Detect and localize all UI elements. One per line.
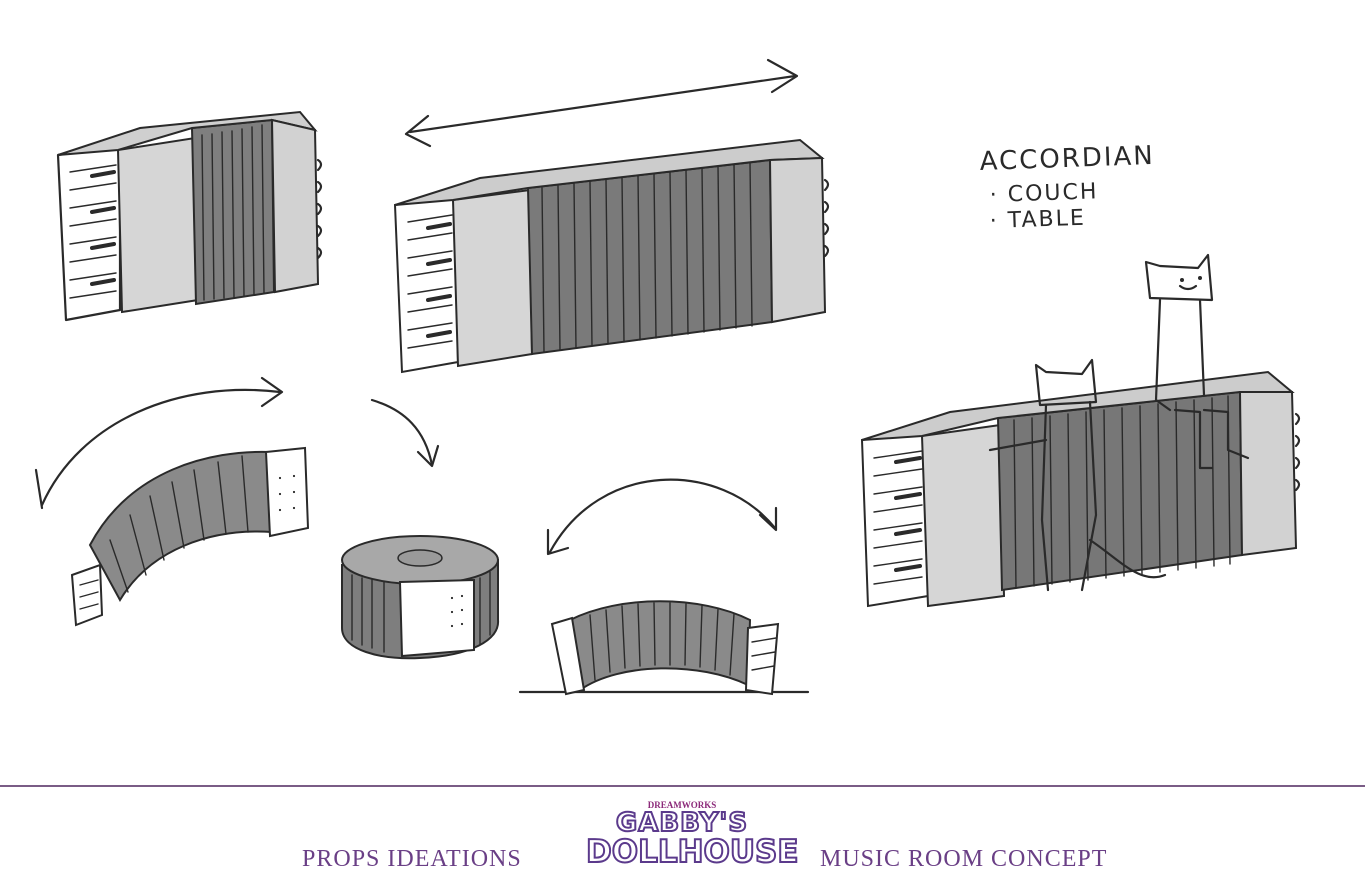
arch-arrow — [546, 478, 778, 556]
logo-brand: DREAMWORKS — [647, 800, 717, 810]
logo-line-2: DOLLHOUSE — [585, 833, 800, 871]
accordion-sketch-small — [56, 110, 323, 322]
footer-props-label: PROPS IDEATIONS — [302, 846, 522, 872]
accordion-couch-sketch — [860, 253, 1301, 608]
notes-item-table: · TABLE — [989, 206, 1086, 234]
accordion-sketch-curved — [70, 446, 310, 627]
footer-concept-label: MUSIC ROOM CONCEPT — [820, 846, 1108, 872]
stretch-arrow — [404, 58, 799, 148]
show-logo: DREAMWORKS GABBY'S DOLLHOUSE — [585, 800, 800, 872]
accordion-sketch-long — [393, 138, 830, 374]
accordion-notes: ACCORDIAN · COUCH · TABLE — [979, 141, 1155, 234]
logo-line-1: GABBY'S — [615, 807, 749, 839]
coil-arrow — [370, 398, 440, 468]
accordion-sketch-arched — [518, 600, 810, 696]
footer-divider — [0, 785, 1365, 787]
accordion-sketch-round — [341, 535, 500, 660]
notes-title: ACCORDIAN — [979, 141, 1155, 177]
notes-item-couch: · COUCH — [989, 179, 1098, 208]
bend-arrow — [34, 376, 284, 510]
